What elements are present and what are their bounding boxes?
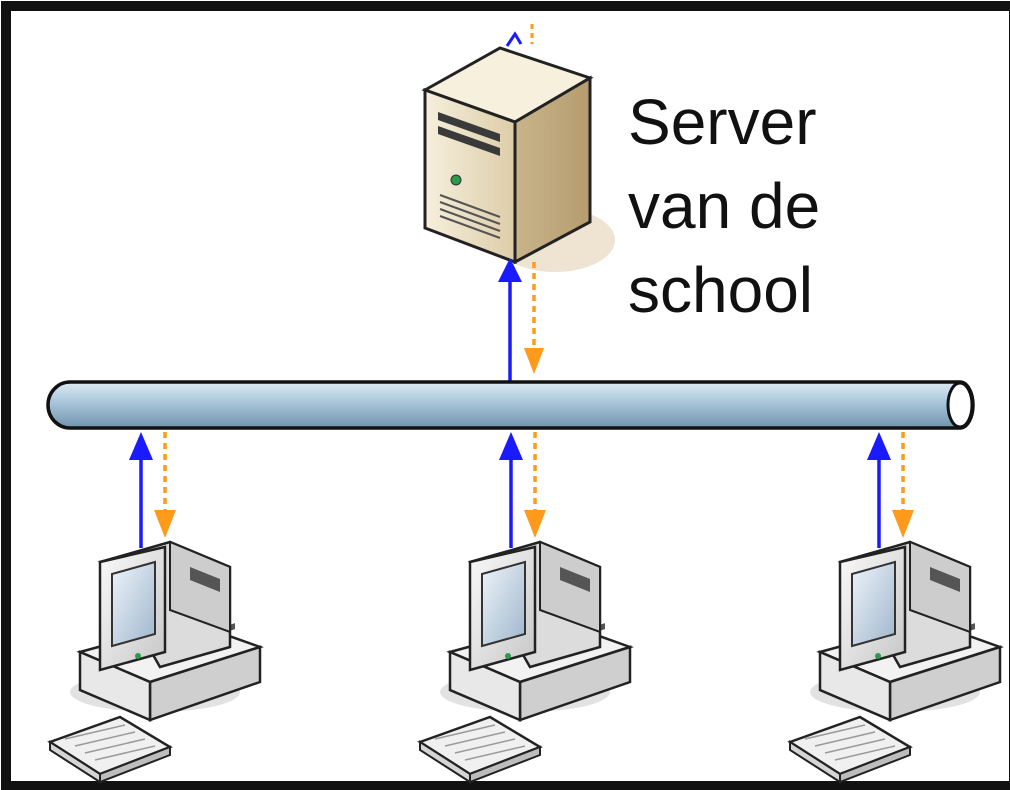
computer-1-upload-arrow — [129, 432, 153, 548]
computer-3-download-arrow — [892, 432, 914, 538]
server-label-line-1: Server — [628, 86, 817, 158]
computer-2-upload-arrow — [499, 432, 523, 548]
computer-1-download-arrow — [154, 432, 176, 538]
server-label: Server van de school — [628, 80, 928, 332]
server-upload-arrow — [498, 31, 523, 382]
network-bus-cable — [46, 380, 975, 430]
server-download-arrow — [524, 24, 544, 374]
computer-3-upload-arrow — [867, 432, 891, 548]
server-label-line-3: school — [628, 254, 813, 326]
server-label-line-2: van de — [628, 170, 821, 242]
computer-2-download-arrow — [524, 432, 546, 538]
server-tower-icon — [421, 46, 615, 272]
